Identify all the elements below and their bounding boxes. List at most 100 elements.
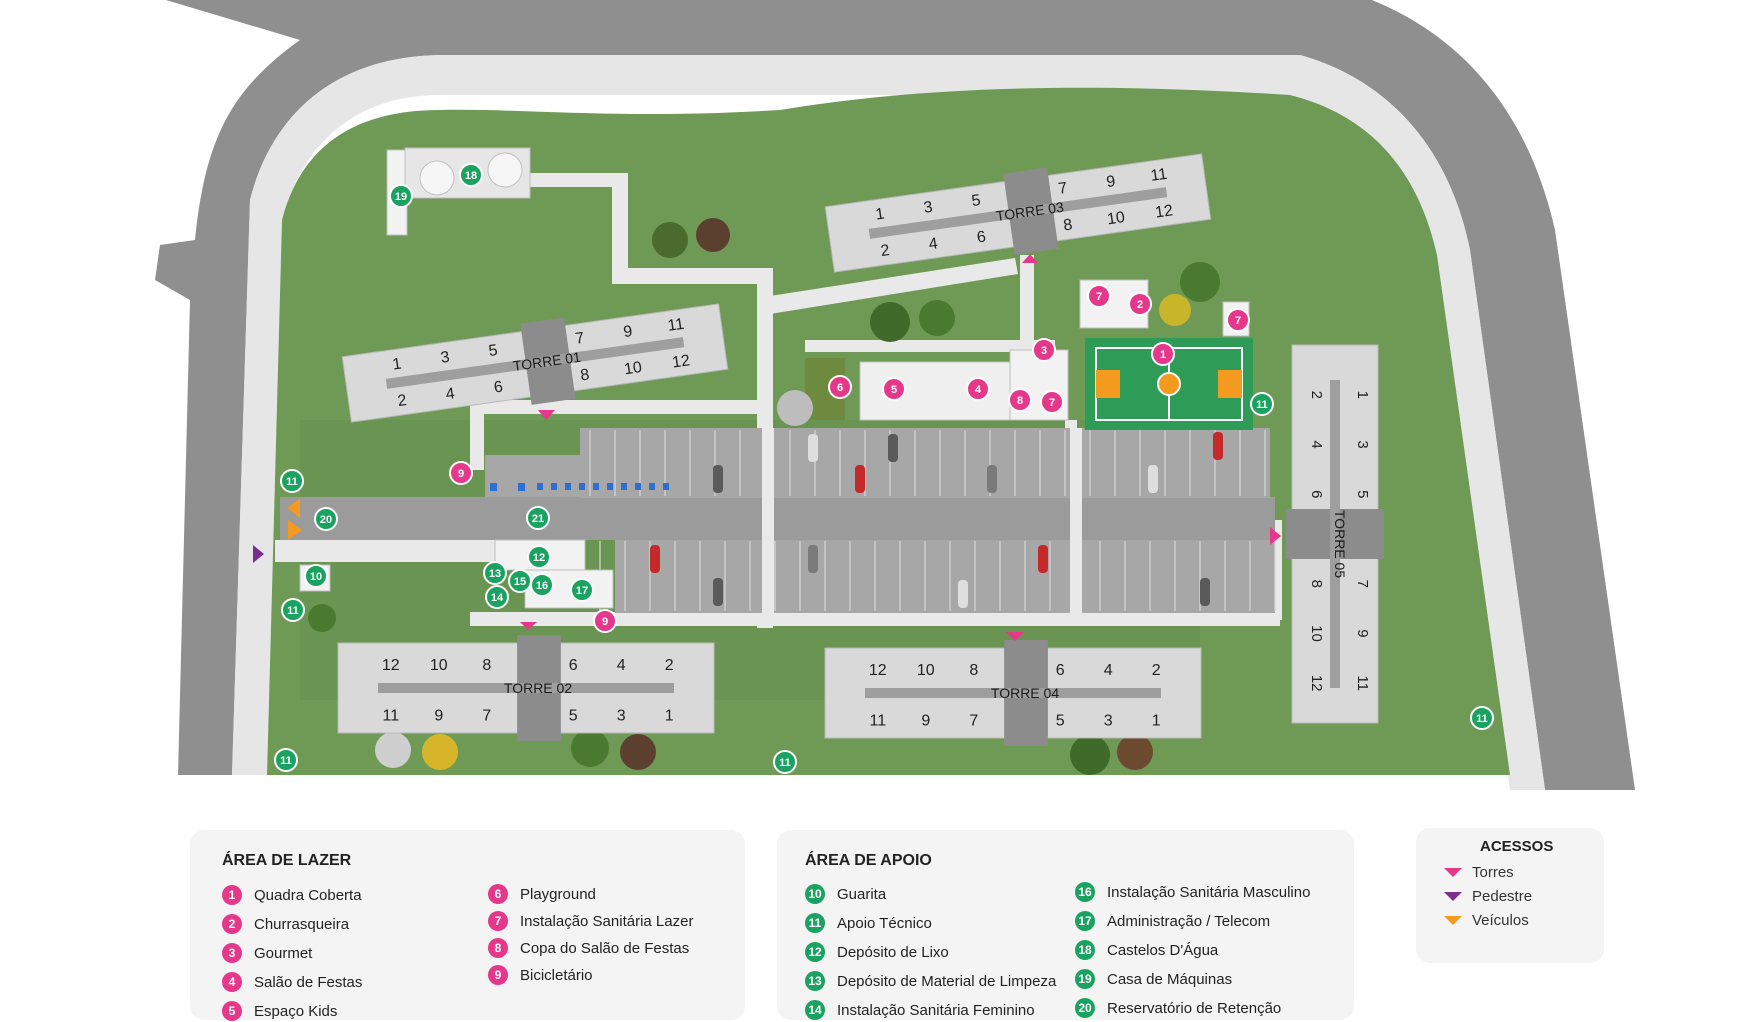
svg-text:11: 11 — [287, 605, 299, 617]
svg-text:7: 7 — [1049, 397, 1055, 409]
tower-unit: 2 — [397, 392, 408, 410]
map-marker-16: 16 — [530, 573, 554, 597]
tower-label: TORRE 04 — [991, 685, 1059, 701]
legend-access-pedestre: Pedestre — [1444, 888, 1532, 905]
tower-unit: 9 — [1105, 173, 1116, 191]
tower-unit: 6 — [569, 657, 578, 674]
tower-unit: 10 — [430, 657, 448, 674]
legend-label: Instalação Sanitária Lazer — [520, 912, 694, 930]
tower-unit: 4 — [445, 385, 456, 403]
legend-item: 3 Gourmet — [222, 942, 312, 964]
map-marker-11: 11 — [281, 598, 305, 622]
tower-unit: 1 — [1152, 712, 1161, 729]
access-arrow-torres — [1006, 632, 1024, 641]
legend-badge: 9 — [488, 965, 508, 985]
svg-text:11: 11 — [1256, 399, 1268, 411]
legend-apoio-title: ÁREA DE APOIO — [805, 852, 932, 869]
tower-unit: 4 — [1104, 662, 1113, 679]
map-marker-18: 18 — [459, 163, 483, 187]
tower-unit: 9 — [1354, 629, 1371, 637]
map-marker-6: 6 — [828, 375, 852, 399]
legend-label: Instalação Sanitária Masculino — [1107, 883, 1311, 901]
map-marker-17: 17 — [570, 578, 594, 602]
map-marker-14: 14 — [485, 585, 509, 609]
tower-unit: 9 — [622, 323, 633, 341]
legend-badge: 3 — [222, 943, 242, 963]
legend-badge: 14 — [805, 1000, 825, 1020]
tower-unit: 1 — [391, 355, 402, 373]
svg-text:2: 2 — [1137, 299, 1143, 311]
legend-label: Gourmet — [254, 944, 313, 962]
tower-unit: 11 — [1150, 166, 1169, 185]
arrow-down-icon — [1444, 892, 1462, 901]
legend-badge: 5 — [222, 1001, 242, 1021]
tower-unit: 8 — [1062, 216, 1073, 234]
tower-unit: 11 — [869, 712, 886, 729]
tower-unit: 10 — [1308, 625, 1325, 642]
tower-unit: 2 — [1152, 662, 1161, 679]
tower-unit: 2 — [880, 242, 891, 260]
legend-label: Administração / Telecom — [1107, 912, 1271, 930]
map-marker-11: 11 — [274, 748, 298, 772]
map-marker-11: 11 — [1250, 392, 1274, 416]
tower-unit: 1 — [665, 707, 674, 724]
map-marker-19: 19 — [389, 184, 413, 208]
tower-unit: 5 — [1354, 490, 1371, 498]
legend-badge: 11 — [805, 913, 825, 933]
tower-unit: 6 — [976, 229, 987, 247]
svg-text:11: 11 — [1476, 713, 1488, 725]
tower-unit: 7 — [1354, 580, 1371, 588]
tower-unit: 12 — [1308, 675, 1325, 692]
map-marker-9: 9 — [449, 461, 473, 485]
legend-badge: 4 — [222, 972, 242, 992]
svg-text:21: 21 — [532, 513, 544, 525]
legend-label: Bicicletário — [520, 966, 593, 984]
tower-unit: 6 — [493, 379, 504, 397]
map-marker-11: 11 — [1470, 706, 1494, 730]
map-marker-11: 11 — [773, 750, 797, 774]
legend-item: 5 Espaço Kids — [222, 1000, 337, 1022]
tower-unit: 7 — [574, 330, 585, 348]
arrow-down-icon — [1444, 916, 1462, 925]
access-arrow-veiculos — [288, 520, 302, 540]
legend-label: Espaço Kids — [254, 1002, 338, 1020]
tower-unit: 12 — [671, 352, 691, 371]
map-marker-2: 2 — [1128, 292, 1152, 316]
svg-text:9: 9 — [602, 616, 608, 628]
legend-badge: 19 — [1075, 969, 1095, 989]
legend-label: Quadra Coberta — [254, 886, 362, 904]
tower-unit: 4 — [928, 235, 939, 253]
tower-unit: 11 — [1354, 675, 1371, 691]
sidewalk — [232, 55, 1545, 790]
map-marker-13: 13 — [483, 561, 507, 585]
map-marker-9: 9 — [593, 609, 617, 633]
legend-access-torres: Torres — [1444, 864, 1514, 881]
tower-unit: 4 — [617, 657, 626, 674]
legend-label: Torres — [1472, 864, 1514, 881]
legend-label: Salão de Festas — [254, 973, 363, 991]
tower-unit: 8 — [1308, 580, 1325, 588]
tower-unit: 2 — [1308, 391, 1325, 399]
legend-label: Depósito de Lixo — [837, 943, 949, 961]
tower-unit: 8 — [579, 366, 590, 384]
tower-unit: 2 — [665, 657, 674, 674]
legend-badge: 6 — [488, 884, 508, 904]
tower-corridor — [1330, 380, 1340, 688]
tower-unit: 10 — [623, 359, 643, 378]
legend-label: Churrasqueira — [254, 915, 350, 933]
svg-text:7: 7 — [1096, 291, 1102, 303]
tower-unit: 11 — [667, 316, 686, 335]
svg-text:6: 6 — [837, 382, 843, 394]
tower-label: TORRE 02 — [504, 680, 572, 696]
